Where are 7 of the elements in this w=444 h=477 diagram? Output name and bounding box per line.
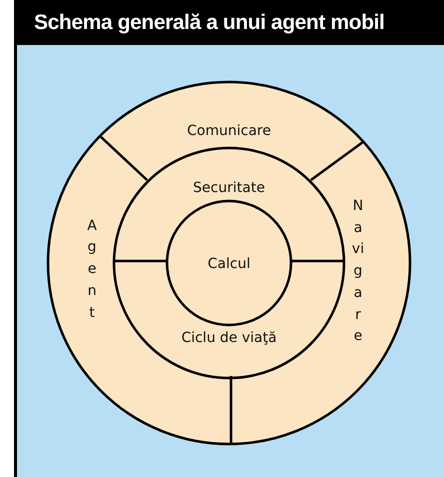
ring-label: Navigare xyxy=(351,197,365,346)
ring-label: Ciclu de viaţă xyxy=(181,330,277,346)
ring-label: Securitate xyxy=(193,180,265,196)
ring-label: Calcul xyxy=(208,256,250,272)
diagram-title: Schema generală a unui agent mobil xyxy=(14,0,444,45)
ring-label: Comunicare xyxy=(187,123,271,139)
ring-label: Agent xyxy=(86,216,98,323)
